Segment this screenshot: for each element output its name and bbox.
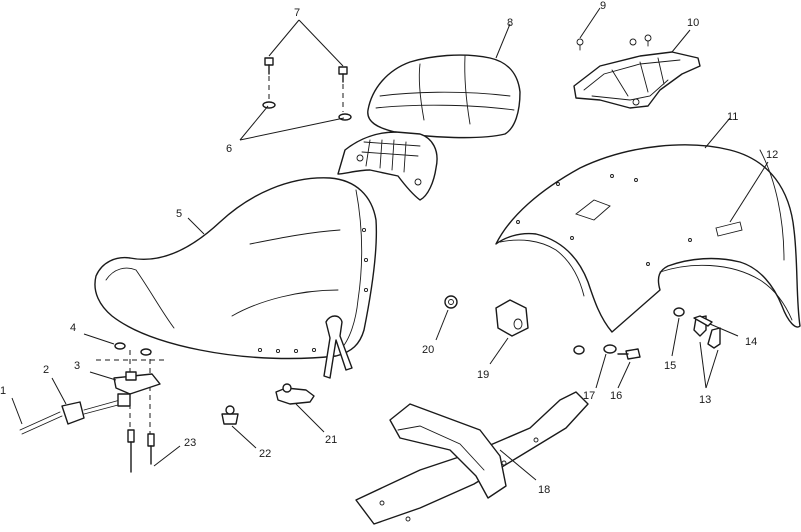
callout-5: 5 (176, 208, 182, 220)
nut-20-part (444, 295, 458, 309)
callout-1: 1 (0, 385, 6, 397)
callout-8: 8 (507, 17, 513, 29)
callout-18: 18 (538, 484, 550, 496)
seat-bracket-18-part (355, 391, 589, 525)
callout-15: 15 (664, 360, 676, 372)
callout-12: 12 (766, 149, 778, 161)
callout-19: 19 (477, 369, 489, 381)
passenger-seat-part (337, 54, 521, 201)
callout-14: 14 (745, 336, 757, 348)
callout-20: 20 (422, 344, 434, 356)
decal-12-part (715, 221, 743, 237)
callout-2: 2 (43, 364, 49, 376)
callout-13: 13 (699, 394, 711, 406)
callout-21: 21 (325, 434, 337, 446)
callout-23: 23 (184, 437, 196, 449)
callout-16: 16 (610, 390, 622, 402)
callout-labels: 1 2 3 4 5 6 7 8 9 10 11 12 13 14 15 16 1… (0, 0, 778, 496)
fender-hardware-part (603, 307, 721, 360)
callout-6: 6 (226, 143, 232, 155)
rubber-mount-19-part (495, 299, 529, 337)
luggage-rack-plate-part (573, 34, 701, 109)
rear-fender-part (495, 144, 801, 355)
grommet-22-part (221, 405, 239, 425)
bolt-9-part (576, 38, 584, 51)
callout-17: 17 (583, 390, 595, 402)
callout-10: 10 (687, 17, 699, 29)
callout-3: 3 (74, 360, 80, 372)
callout-7: 7 (294, 7, 300, 19)
seat-latch-assembly-part (19, 342, 166, 473)
callout-22: 22 (259, 448, 271, 460)
callout-4: 4 (70, 322, 76, 334)
mounting-bolts-part (262, 57, 352, 121)
callout-9: 9 (600, 0, 606, 12)
leader-lines (11, 7, 769, 481)
main-seat-part (94, 177, 378, 379)
callout-11: 11 (727, 111, 738, 123)
bracket-21-part (275, 383, 315, 405)
